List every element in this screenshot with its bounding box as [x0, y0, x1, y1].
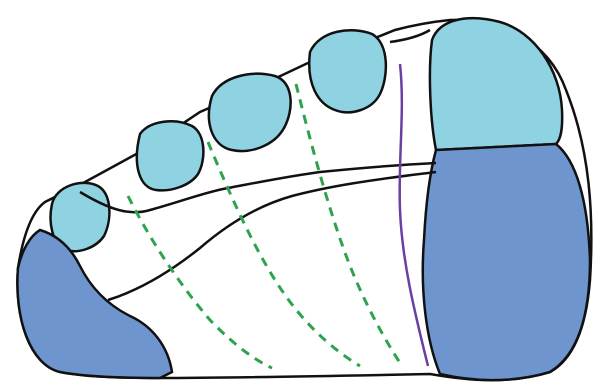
- toe-1: [430, 18, 562, 150]
- toe-2: [309, 30, 386, 112]
- toe-4: [137, 121, 204, 190]
- heel-pad: [423, 144, 590, 380]
